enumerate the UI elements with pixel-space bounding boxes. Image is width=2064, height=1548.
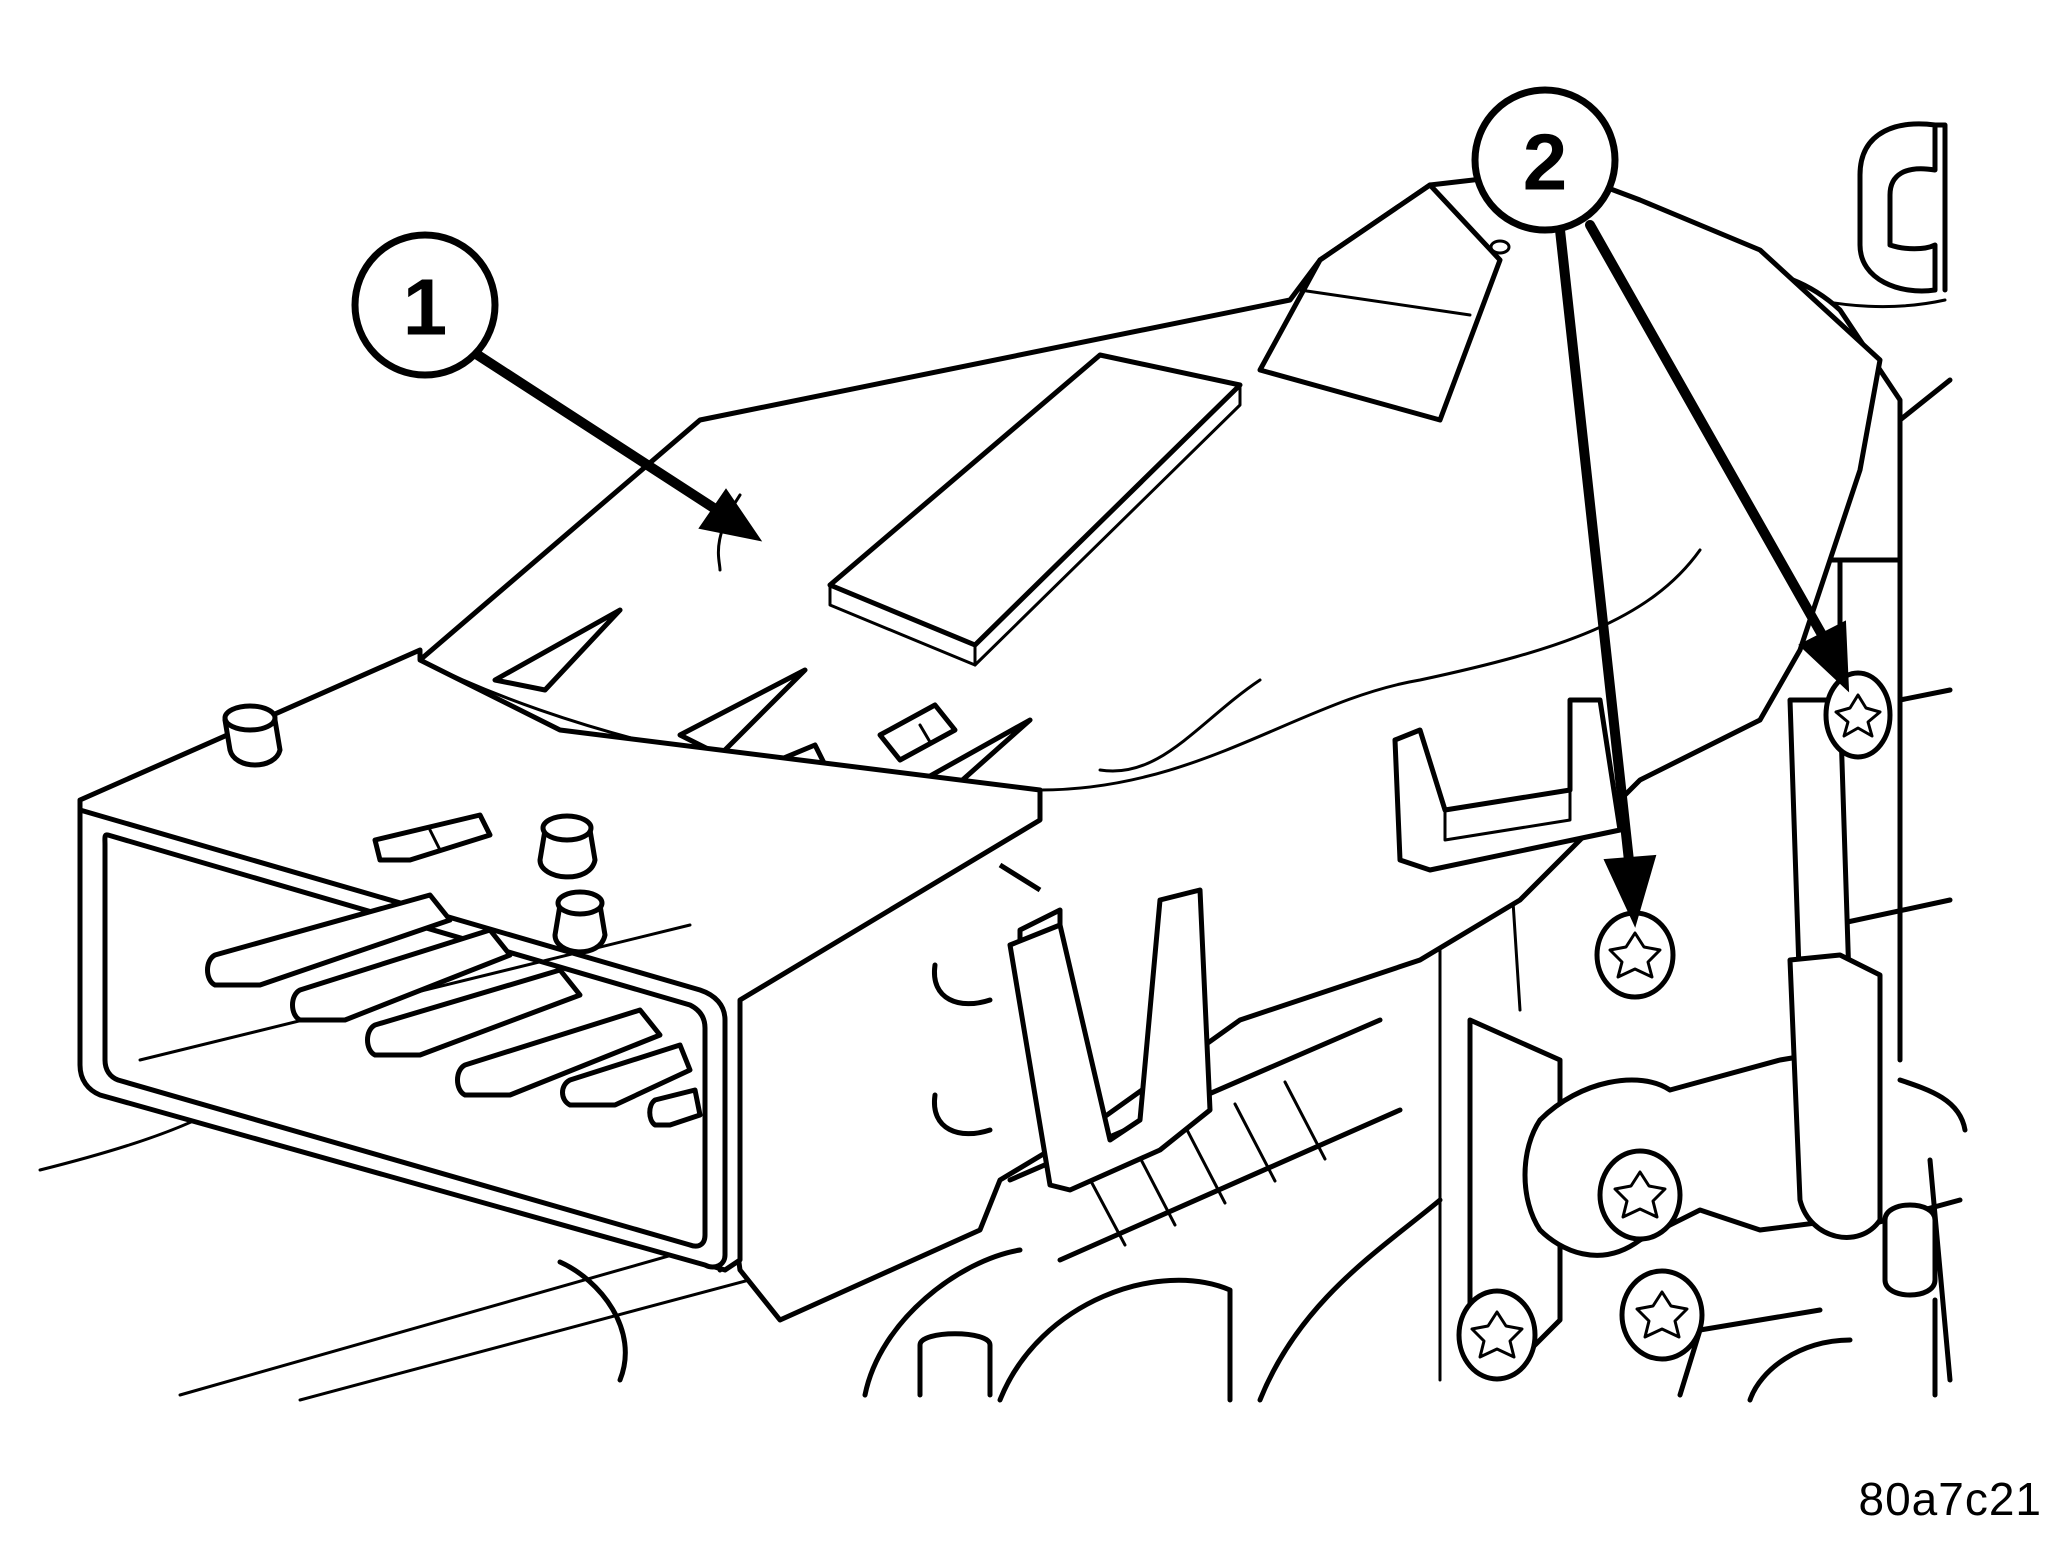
callout-1-circle xyxy=(351,231,499,379)
torx-screw-lower-left xyxy=(1456,1288,1538,1382)
connector-shroud xyxy=(77,647,1043,1273)
callout-1-label: 1 xyxy=(403,263,448,352)
callout-2: 2 xyxy=(1471,86,1850,928)
torx-screw-lower-right xyxy=(1619,1268,1705,1362)
callout-1: 1 xyxy=(351,231,763,542)
callout-2-label: 2 xyxy=(1523,118,1568,207)
torx-screw-upper xyxy=(1823,670,1893,760)
figure-id: 80a7c21 xyxy=(1858,1473,2042,1525)
callout-2-circle xyxy=(1471,86,1619,234)
torx-screw-link xyxy=(1597,1148,1683,1242)
